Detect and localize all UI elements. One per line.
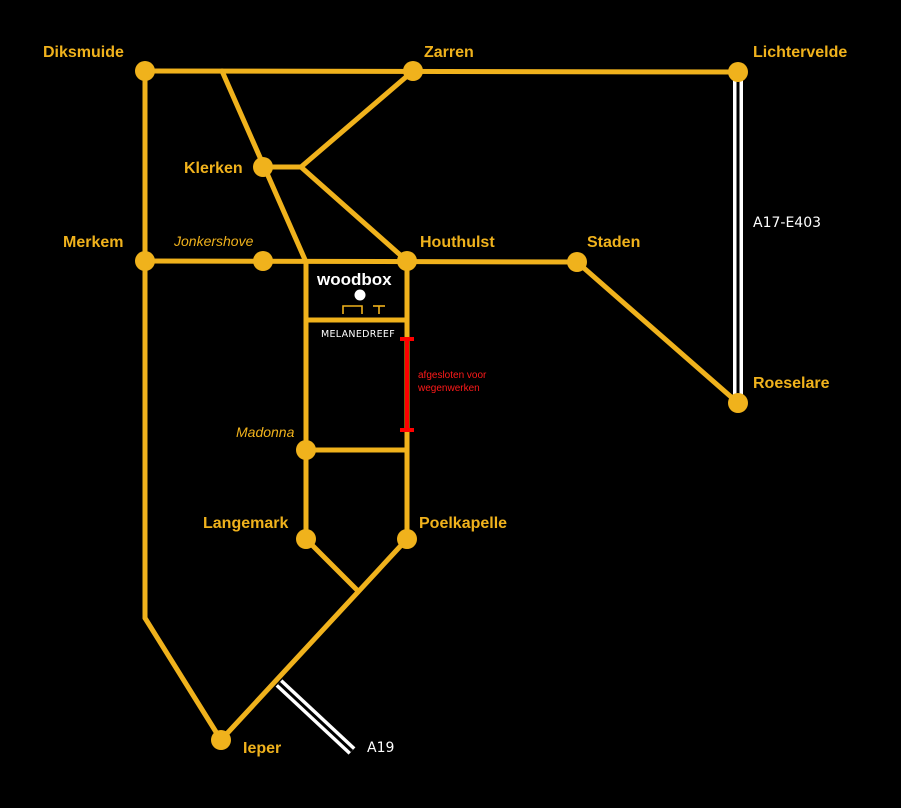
label-houthulst: Houthulst — [420, 234, 495, 251]
label-roeselare: Roeselare — [753, 375, 830, 392]
road-closure — [400, 337, 414, 432]
node-ieper — [211, 730, 231, 750]
label-closure-line2: wegenwerken — [417, 383, 480, 394]
node-houthulst — [397, 251, 417, 271]
label-merkem: Merkem — [63, 234, 123, 251]
road-west-ieper — [142, 615, 224, 743]
label-diksmuide: Diksmuide — [43, 44, 124, 61]
label-zarren: Zarren — [424, 44, 474, 61]
node-langemark — [296, 529, 316, 549]
road-klerken-houthulst — [298, 164, 410, 264]
node-poelkapelle — [397, 529, 417, 549]
label-melanedreef: MELANEDREEF — [321, 329, 395, 340]
label-ieper: Ieper — [243, 740, 281, 757]
label-staden: Staden — [587, 234, 640, 251]
road-merkem-staden — [142, 258, 580, 265]
label-langemark: Langemark — [203, 515, 288, 532]
woodbox-location-dot — [354, 289, 366, 301]
label-klerken: Klerken — [184, 160, 243, 177]
label-closure-line1: afgesloten voor — [418, 370, 487, 381]
bench-icon — [342, 305, 385, 314]
highway-a19 — [275, 679, 356, 755]
road-klerken-zarren — [298, 68, 416, 170]
node-madonna — [296, 440, 316, 460]
node-diksmuide — [135, 61, 155, 81]
road-network — [142, 68, 741, 743]
node-jonkershove — [253, 251, 273, 271]
woodbox-marker — [342, 289, 385, 314]
road-diksmuide-lichtervelde — [142, 68, 741, 75]
label-madonna: Madonna — [236, 424, 295, 440]
road-staden-roeselare — [574, 259, 741, 406]
node-klerken — [253, 157, 273, 177]
node-zarren — [403, 61, 423, 81]
label-a19: A19 — [367, 740, 394, 756]
label-lichtervelde: Lichtervelde — [753, 44, 847, 61]
town-nodes — [135, 61, 748, 750]
label-a17: A17-E403 — [753, 215, 821, 231]
node-lichtervelde — [728, 62, 748, 82]
node-merkem — [135, 251, 155, 271]
road-langemark-junction — [303, 536, 361, 594]
label-poelkapelle: Poelkapelle — [419, 515, 507, 532]
node-staden — [567, 252, 587, 272]
label-woodbox: woodbox — [316, 270, 392, 289]
road-poelkapelle-ieper — [218, 536, 410, 743]
node-roeselare — [728, 393, 748, 413]
label-jonkershove: Jonkershove — [173, 233, 254, 249]
